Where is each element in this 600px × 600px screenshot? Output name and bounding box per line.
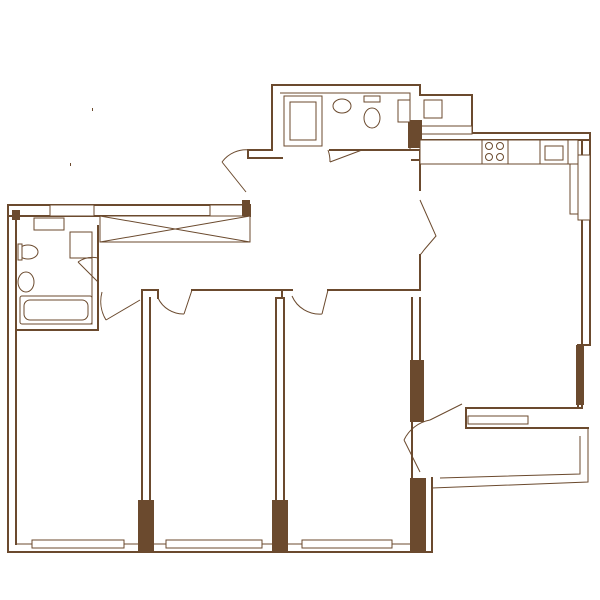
door-bedroom2 bbox=[157, 289, 193, 315]
kitchen bbox=[419, 139, 579, 215]
wall-bath2-bottom bbox=[329, 149, 421, 191]
specks bbox=[70, 108, 93, 166]
column-5 bbox=[272, 500, 288, 552]
window-bedroom-1 bbox=[31, 539, 125, 549]
column-2 bbox=[242, 200, 250, 216]
window-top-left bbox=[49, 204, 95, 217]
solid-blocks bbox=[12, 120, 584, 552]
wall-right bbox=[465, 139, 589, 429]
wall-bedroom-top-4 bbox=[327, 254, 421, 291]
window-right bbox=[577, 154, 591, 221]
column-1 bbox=[12, 210, 20, 220]
cabinet-top bbox=[33, 217, 65, 231]
door-entry bbox=[221, 149, 251, 193]
window-kitchen bbox=[419, 125, 473, 135]
toilet-2-tank bbox=[363, 95, 381, 103]
window-top-hall bbox=[209, 204, 245, 217]
washer bbox=[69, 231, 93, 259]
doors bbox=[77, 149, 463, 473]
bathtub-inner bbox=[23, 299, 89, 321]
burner-2 bbox=[496, 142, 504, 150]
balcony-inner bbox=[439, 436, 581, 479]
burner-3 bbox=[485, 153, 493, 161]
column-8 bbox=[576, 345, 584, 405]
window-balcony bbox=[467, 415, 529, 425]
wall-bedroom-top-1 bbox=[141, 289, 159, 299]
toilet-2 bbox=[363, 107, 381, 129]
kitchen-sink-basin bbox=[544, 145, 564, 161]
window-bedroom-2 bbox=[165, 539, 263, 549]
window-bedroom-3 bbox=[301, 539, 393, 549]
door-living bbox=[419, 199, 437, 256]
column-7 bbox=[410, 478, 426, 552]
toilet-tank bbox=[17, 243, 23, 261]
door-bedroom1 bbox=[100, 291, 141, 321]
balcony-outline bbox=[431, 428, 589, 489]
speck-1 bbox=[92, 108, 93, 111]
shower-inner bbox=[289, 101, 317, 141]
wall-bedroom-top-2 bbox=[191, 289, 283, 299]
door-balcony bbox=[403, 403, 463, 473]
wardrobe-cross-b bbox=[99, 215, 251, 243]
stove bbox=[481, 139, 509, 165]
sink-2 bbox=[332, 98, 352, 114]
column-3 bbox=[408, 120, 422, 148]
wall-top-center bbox=[247, 84, 283, 159]
speck-2 bbox=[70, 163, 71, 166]
hall-storage bbox=[99, 215, 251, 243]
bath2-door-frame bbox=[397, 99, 411, 123]
bathroom-1 bbox=[17, 217, 93, 325]
bathroom-2 bbox=[283, 95, 443, 147]
sink bbox=[17, 271, 35, 293]
wall-left-outer bbox=[7, 204, 433, 553]
burner-4 bbox=[496, 153, 504, 161]
door-bath1 bbox=[77, 256, 99, 283]
column-4 bbox=[138, 500, 154, 552]
door-bedroom3 bbox=[291, 289, 329, 315]
column-6 bbox=[410, 360, 424, 422]
burner-1 bbox=[485, 142, 493, 150]
counter-side bbox=[569, 163, 579, 215]
door-bath2 bbox=[327, 149, 363, 163]
utility-box bbox=[423, 99, 443, 119]
wall-bath1-right bbox=[15, 225, 99, 331]
